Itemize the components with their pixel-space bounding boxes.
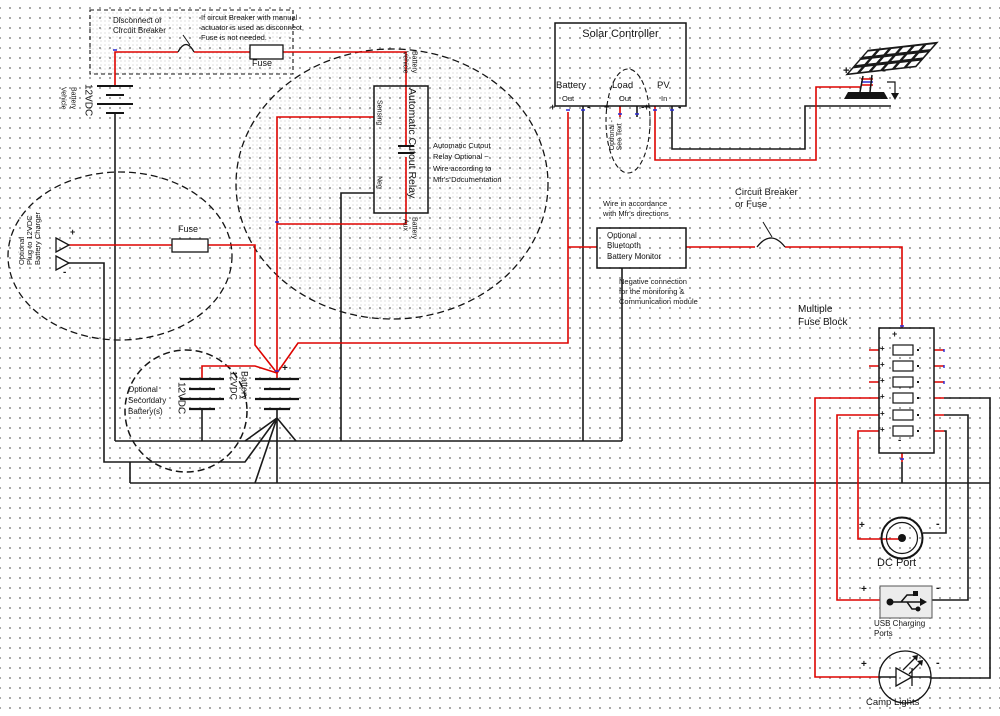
usb-minus-mark: - <box>936 582 940 594</box>
controller-battery-plus-mark: + <box>550 102 556 112</box>
controller-pv-label: PV <box>657 80 670 91</box>
charger-fuse-label: Fuse <box>178 224 199 234</box>
relay-terminal-aux1: Aux <box>401 219 409 232</box>
relay-contact-icon <box>398 145 414 154</box>
dc-port-label: DC Port <box>877 557 917 569</box>
panel-minus-mark: - <box>882 63 886 77</box>
relay-box <box>373 85 429 214</box>
relay-terminal-sensing: Sensing <box>375 100 383 126</box>
fuse-row5-plus: + <box>880 409 885 418</box>
solar-controller-title: Solar Controller <box>582 28 659 40</box>
vehicle-battery-icon <box>97 85 133 114</box>
circuit-breaker-arc-icon <box>177 34 786 248</box>
negative-wires <box>69 105 991 679</box>
controller-load-label: Load <box>612 80 634 91</box>
fuse-row6-plus: + <box>880 425 885 434</box>
fuse-row3-plus: + <box>880 376 885 385</box>
controller-battery-label: Battery <box>556 80 587 91</box>
secondary-battery-units: 12VDC <box>175 382 187 415</box>
disconnect-breaker-label: Disconnect or Circuit Breaker <box>113 16 166 36</box>
vehicle-battery-word1: Vehicle <box>59 87 67 110</box>
monitor-note-top: Wire in accordance with Mfr's directions <box>603 199 669 218</box>
fuse-block-plus-mark: + <box>892 329 898 339</box>
monitor-note-bottom: Negative connection for the monitoring &… <box>619 277 698 306</box>
fuse-label-top: Fuse <box>252 58 273 68</box>
fuse-row2-plus: + <box>880 360 885 369</box>
controller-battery-out-label: Out <box>562 94 575 103</box>
component-boxes <box>373 22 935 454</box>
charger-minus-mark: - <box>63 267 67 278</box>
solar-panel-icon <box>844 41 939 100</box>
junction-ticks <box>113 49 945 460</box>
relay-title: Automatic Cutout Relay <box>406 88 419 199</box>
camp-plus-mark: + <box>861 659 867 670</box>
main-battery-icon <box>255 377 299 411</box>
charger-plus-mark: + <box>70 227 76 237</box>
relay-note: Automatic Cutout Relay Optional ~ Wire a… <box>433 141 502 184</box>
panel-plus-mark: + <box>843 65 850 77</box>
relay-terminal-neg: Neg <box>375 176 383 189</box>
vehicle-battery-word2: Battery <box>69 87 77 110</box>
vehicle-battery-units-label: 12VDC <box>82 84 94 117</box>
monitor-label: Optional Bluetooth Battery Monitor <box>607 231 662 261</box>
dc-minus-mark: - <box>936 518 940 530</box>
solar-controller-box <box>554 22 687 107</box>
controller-pv-in-label: In <box>661 94 668 103</box>
camp-lights-label: Camp Lights <box>866 697 920 708</box>
fuse-icon <box>171 44 284 253</box>
fuse-row4-plus: + <box>880 392 885 401</box>
controller-load-out-label: Out <box>619 94 632 103</box>
main-battery-plus-mark: + <box>282 363 288 374</box>
dc-port-icon <box>880 516 924 560</box>
dc-plus-mark: + <box>859 520 865 531</box>
controller-load-plus-mark: + <box>604 102 610 112</box>
charger-plug-triangles-icon <box>55 236 71 272</box>
fuse-row1-plus: + <box>880 344 885 353</box>
secondary-battery-label: Optional Secondary Battery(s) <box>128 385 167 417</box>
relay-terminal-aux2: Battery <box>410 217 418 240</box>
usb-plus-mark: + <box>861 584 867 595</box>
fuse-block-minus-mark: - <box>898 435 902 446</box>
controller-battery-minus-mark: - <box>587 102 591 113</box>
controller-pv-plus-mark: + <box>644 102 650 112</box>
fuse-block-fuses <box>892 344 919 437</box>
camp-lights-led-icon <box>878 650 932 704</box>
controller-pv-minus-mark: - <box>678 102 682 113</box>
load-optional-label: Optional - See Text <box>609 120 624 151</box>
charger-label: Optional Plug to 12VDC Battery Charger <box>17 212 42 265</box>
bluetooth-monitor-box <box>596 227 687 269</box>
fuse-block-label: Multiple Fuse Block <box>798 304 848 328</box>
camp-minus-mark: - <box>936 657 940 669</box>
main-battery-units: 12VDC <box>228 371 239 401</box>
breaker-right-label: Circuit Breaker or Fuse <box>735 187 798 211</box>
controller-load-minus-mark: - <box>641 102 645 113</box>
main-battery-word: Battery <box>239 371 250 400</box>
usb-label: USB Charging Ports <box>874 619 926 639</box>
secondary-battery-icon <box>180 377 224 411</box>
fuse-block-box <box>878 327 935 454</box>
usb-charging-icon <box>879 585 933 619</box>
positive-wires <box>69 51 944 678</box>
relay-terminal-vehicle1: Vehicle <box>401 51 409 74</box>
relay-terminal-vehicle2: Battery <box>410 51 418 74</box>
breaker-note: If circuit Breaker with manual actuator … <box>201 13 304 42</box>
